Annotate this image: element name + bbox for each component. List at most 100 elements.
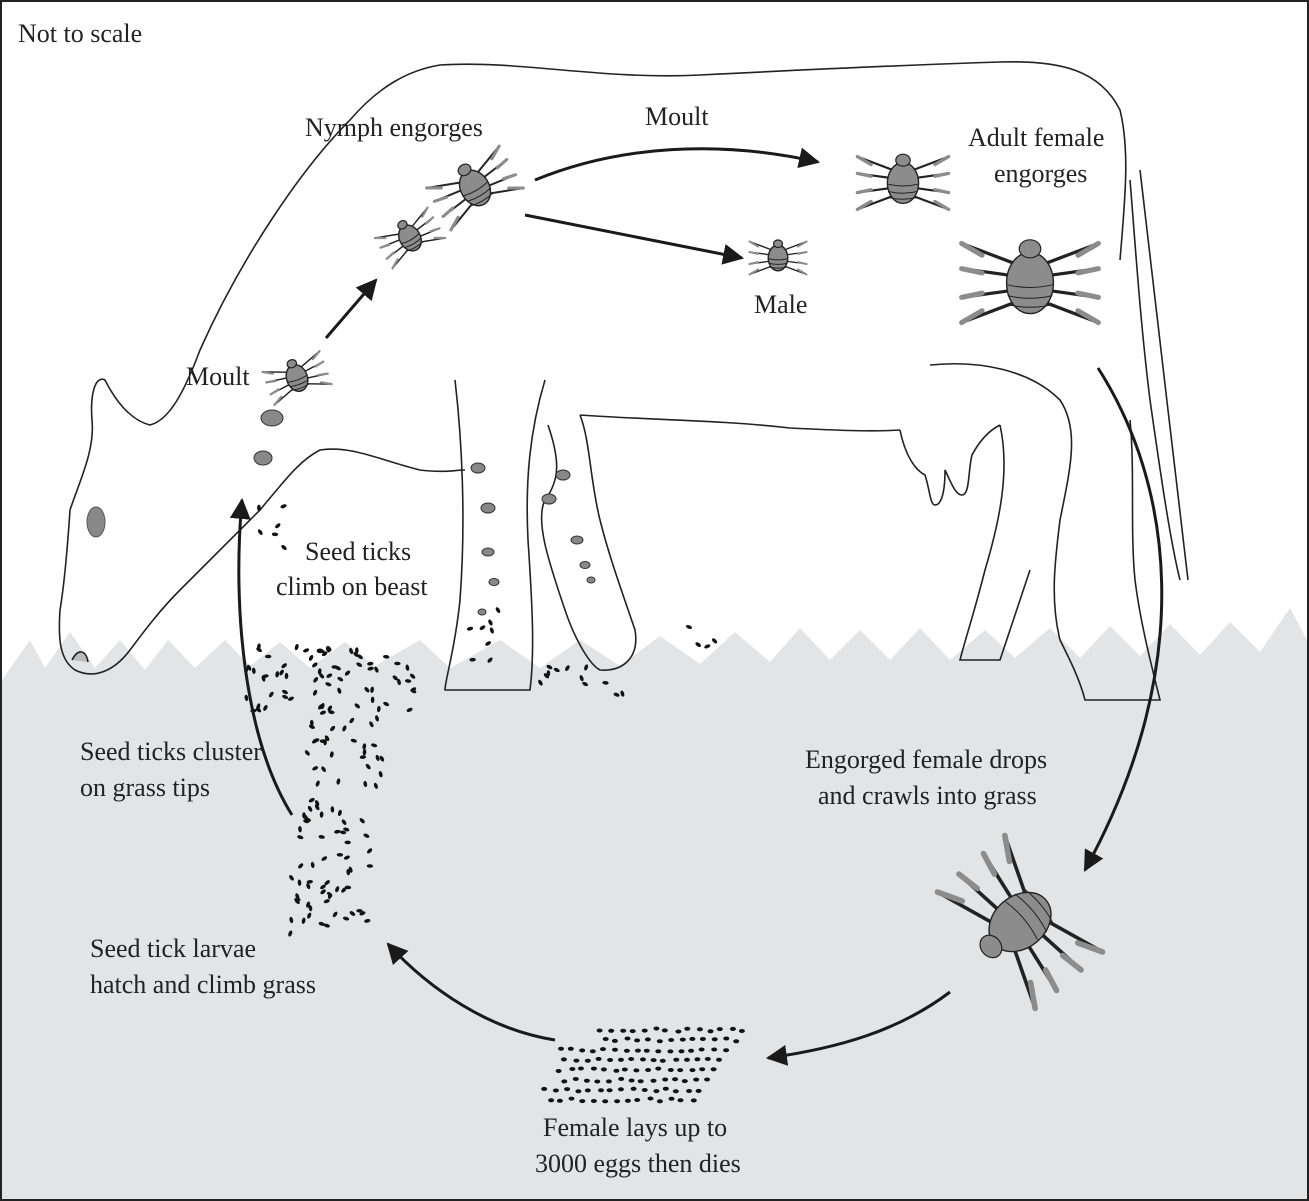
label-drops-1: Engorged female drops <box>805 745 1047 774</box>
egg <box>655 1067 661 1071</box>
egg <box>684 1058 690 1062</box>
egg <box>730 1027 736 1031</box>
egg <box>613 1069 619 1073</box>
egg <box>569 1067 575 1071</box>
egg <box>642 1088 648 1092</box>
egg <box>700 1037 706 1041</box>
egg <box>711 1048 717 1052</box>
egg <box>625 1099 631 1103</box>
egg <box>575 1089 581 1093</box>
egg <box>607 1058 613 1062</box>
egg <box>645 1037 651 1041</box>
egg <box>629 1079 635 1083</box>
egg <box>569 1097 575 1101</box>
egg <box>711 1067 717 1071</box>
egg <box>699 1067 705 1071</box>
egg <box>557 1099 563 1103</box>
egg <box>675 1030 681 1034</box>
egg <box>579 1099 585 1103</box>
egg <box>573 1077 579 1081</box>
egg <box>612 1039 618 1043</box>
egg <box>638 1079 644 1083</box>
egg <box>600 1047 606 1051</box>
egg <box>704 1078 710 1082</box>
egg <box>694 1057 700 1061</box>
egg <box>597 1029 603 1033</box>
egg <box>651 1058 657 1062</box>
label-male: Male <box>754 290 807 319</box>
egg <box>663 1087 669 1091</box>
egg <box>655 1049 661 1053</box>
egg <box>696 1089 702 1093</box>
egg <box>653 1027 659 1031</box>
egg <box>708 1029 714 1033</box>
seed-dot <box>371 697 375 703</box>
egg <box>693 1078 699 1082</box>
egg <box>642 1029 648 1033</box>
egg <box>556 1069 562 1073</box>
egg <box>622 1068 628 1072</box>
egg <box>699 1048 705 1052</box>
egg <box>739 1029 745 1033</box>
label-adult-female-1: Adult female <box>968 123 1104 152</box>
egg <box>628 1057 634 1061</box>
egg <box>618 1077 624 1081</box>
egg <box>667 1049 673 1053</box>
egg <box>680 1038 686 1042</box>
egg <box>697 1027 703 1031</box>
egg <box>657 1039 663 1043</box>
egg <box>590 1049 596 1053</box>
label-drops-2: and crawls into grass <box>818 781 1037 810</box>
egg <box>668 1038 674 1042</box>
egg <box>712 1037 718 1041</box>
egg <box>678 1098 684 1102</box>
egg <box>596 1057 602 1061</box>
egg <box>618 1058 624 1062</box>
egg <box>602 1099 608 1103</box>
egg <box>660 1059 666 1063</box>
egg <box>608 1029 614 1033</box>
egg <box>591 1099 597 1103</box>
egg <box>584 1079 590 1083</box>
label-lays-1: Female lays up to <box>543 1113 727 1142</box>
egg <box>601 1067 607 1071</box>
egg <box>631 1087 637 1091</box>
egg <box>669 1097 675 1101</box>
egg <box>672 1077 678 1081</box>
egg <box>668 1068 674 1072</box>
egg <box>618 1087 624 1091</box>
label-seed-climb-2: climb on beast <box>276 572 428 601</box>
label-lays-2: 3000 eggs then dies <box>535 1149 741 1178</box>
egg <box>606 1079 612 1083</box>
egg <box>723 1037 729 1041</box>
egg <box>598 1088 604 1092</box>
egg <box>561 1079 567 1083</box>
egg <box>558 1047 564 1051</box>
egg <box>585 1059 591 1063</box>
egg <box>625 1037 631 1041</box>
label-moult-top: Moult <box>645 102 709 131</box>
label-adult-female-2: engorges <box>994 159 1087 188</box>
egg <box>657 1099 663 1103</box>
egg <box>585 1088 591 1092</box>
egg <box>679 1049 685 1053</box>
grass-ground <box>2 608 1307 1199</box>
egg <box>614 1099 620 1103</box>
label-seed-cluster-2: on grass tips <box>80 773 210 802</box>
egg <box>705 1057 711 1061</box>
egg <box>603 1037 609 1041</box>
egg <box>690 1068 696 1072</box>
egg <box>662 1078 668 1082</box>
egg <box>634 1098 640 1102</box>
egg <box>548 1098 554 1102</box>
egg <box>607 1088 613 1092</box>
egg <box>662 1028 668 1032</box>
egg <box>673 1089 679 1093</box>
seed-dot <box>265 655 271 659</box>
egg <box>716 1058 722 1062</box>
egg <box>717 1027 723 1031</box>
egg <box>630 1029 636 1033</box>
egg <box>594 1080 600 1084</box>
egg <box>651 1079 657 1083</box>
egg <box>733 1039 739 1043</box>
